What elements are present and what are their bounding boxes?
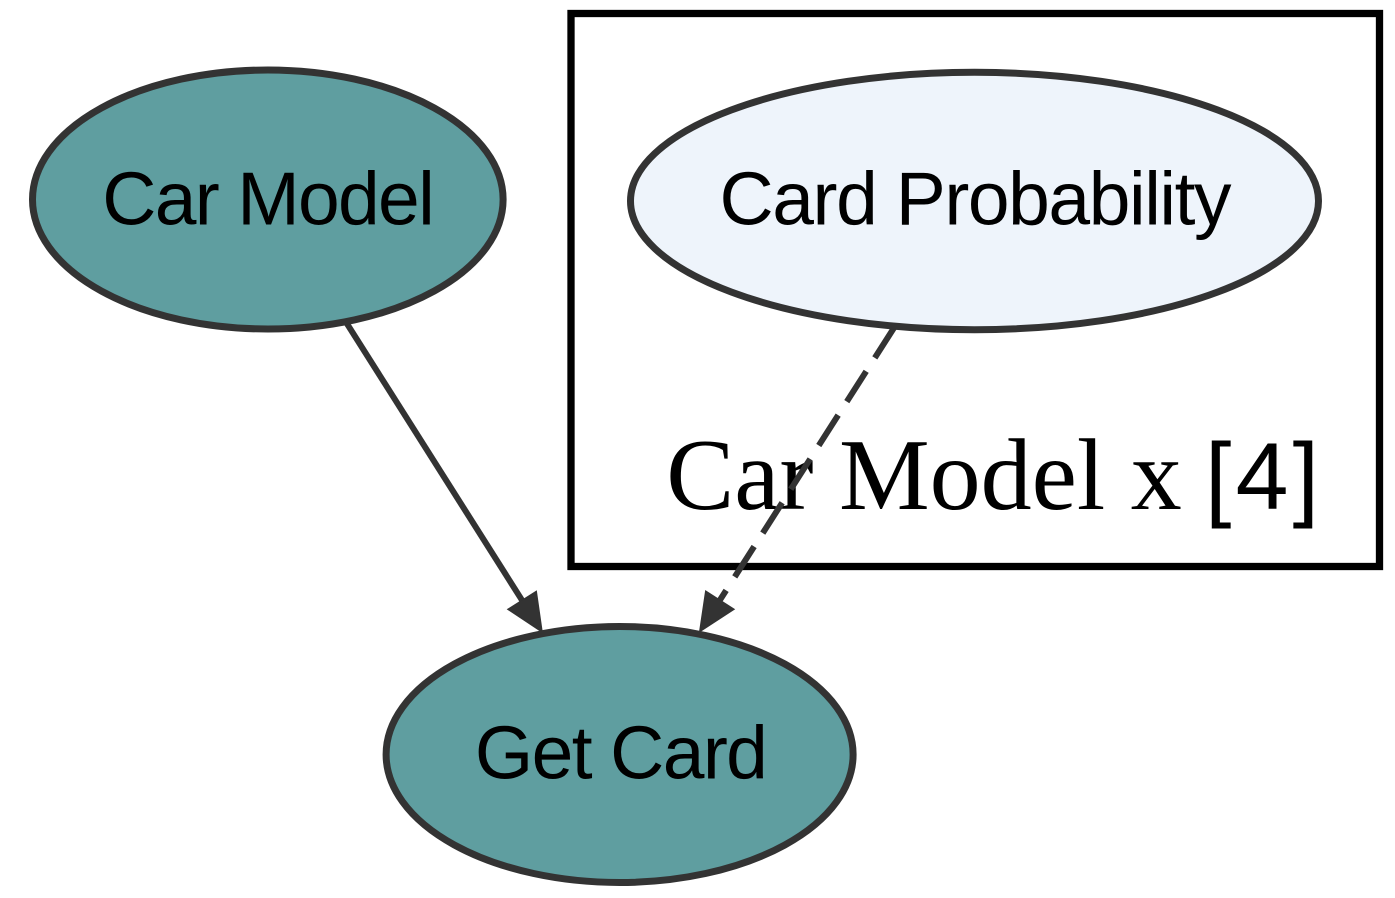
svg-text:Card Probability: Card Probability [720, 156, 1233, 240]
svg-text:Get Card: Get Card [475, 710, 768, 794]
svg-text:Car Model: Car Model [102, 156, 435, 240]
svg-text:Car Model x: Car Model x [666, 419, 1182, 532]
svg-text:[4]: [4] [1205, 424, 1323, 530]
